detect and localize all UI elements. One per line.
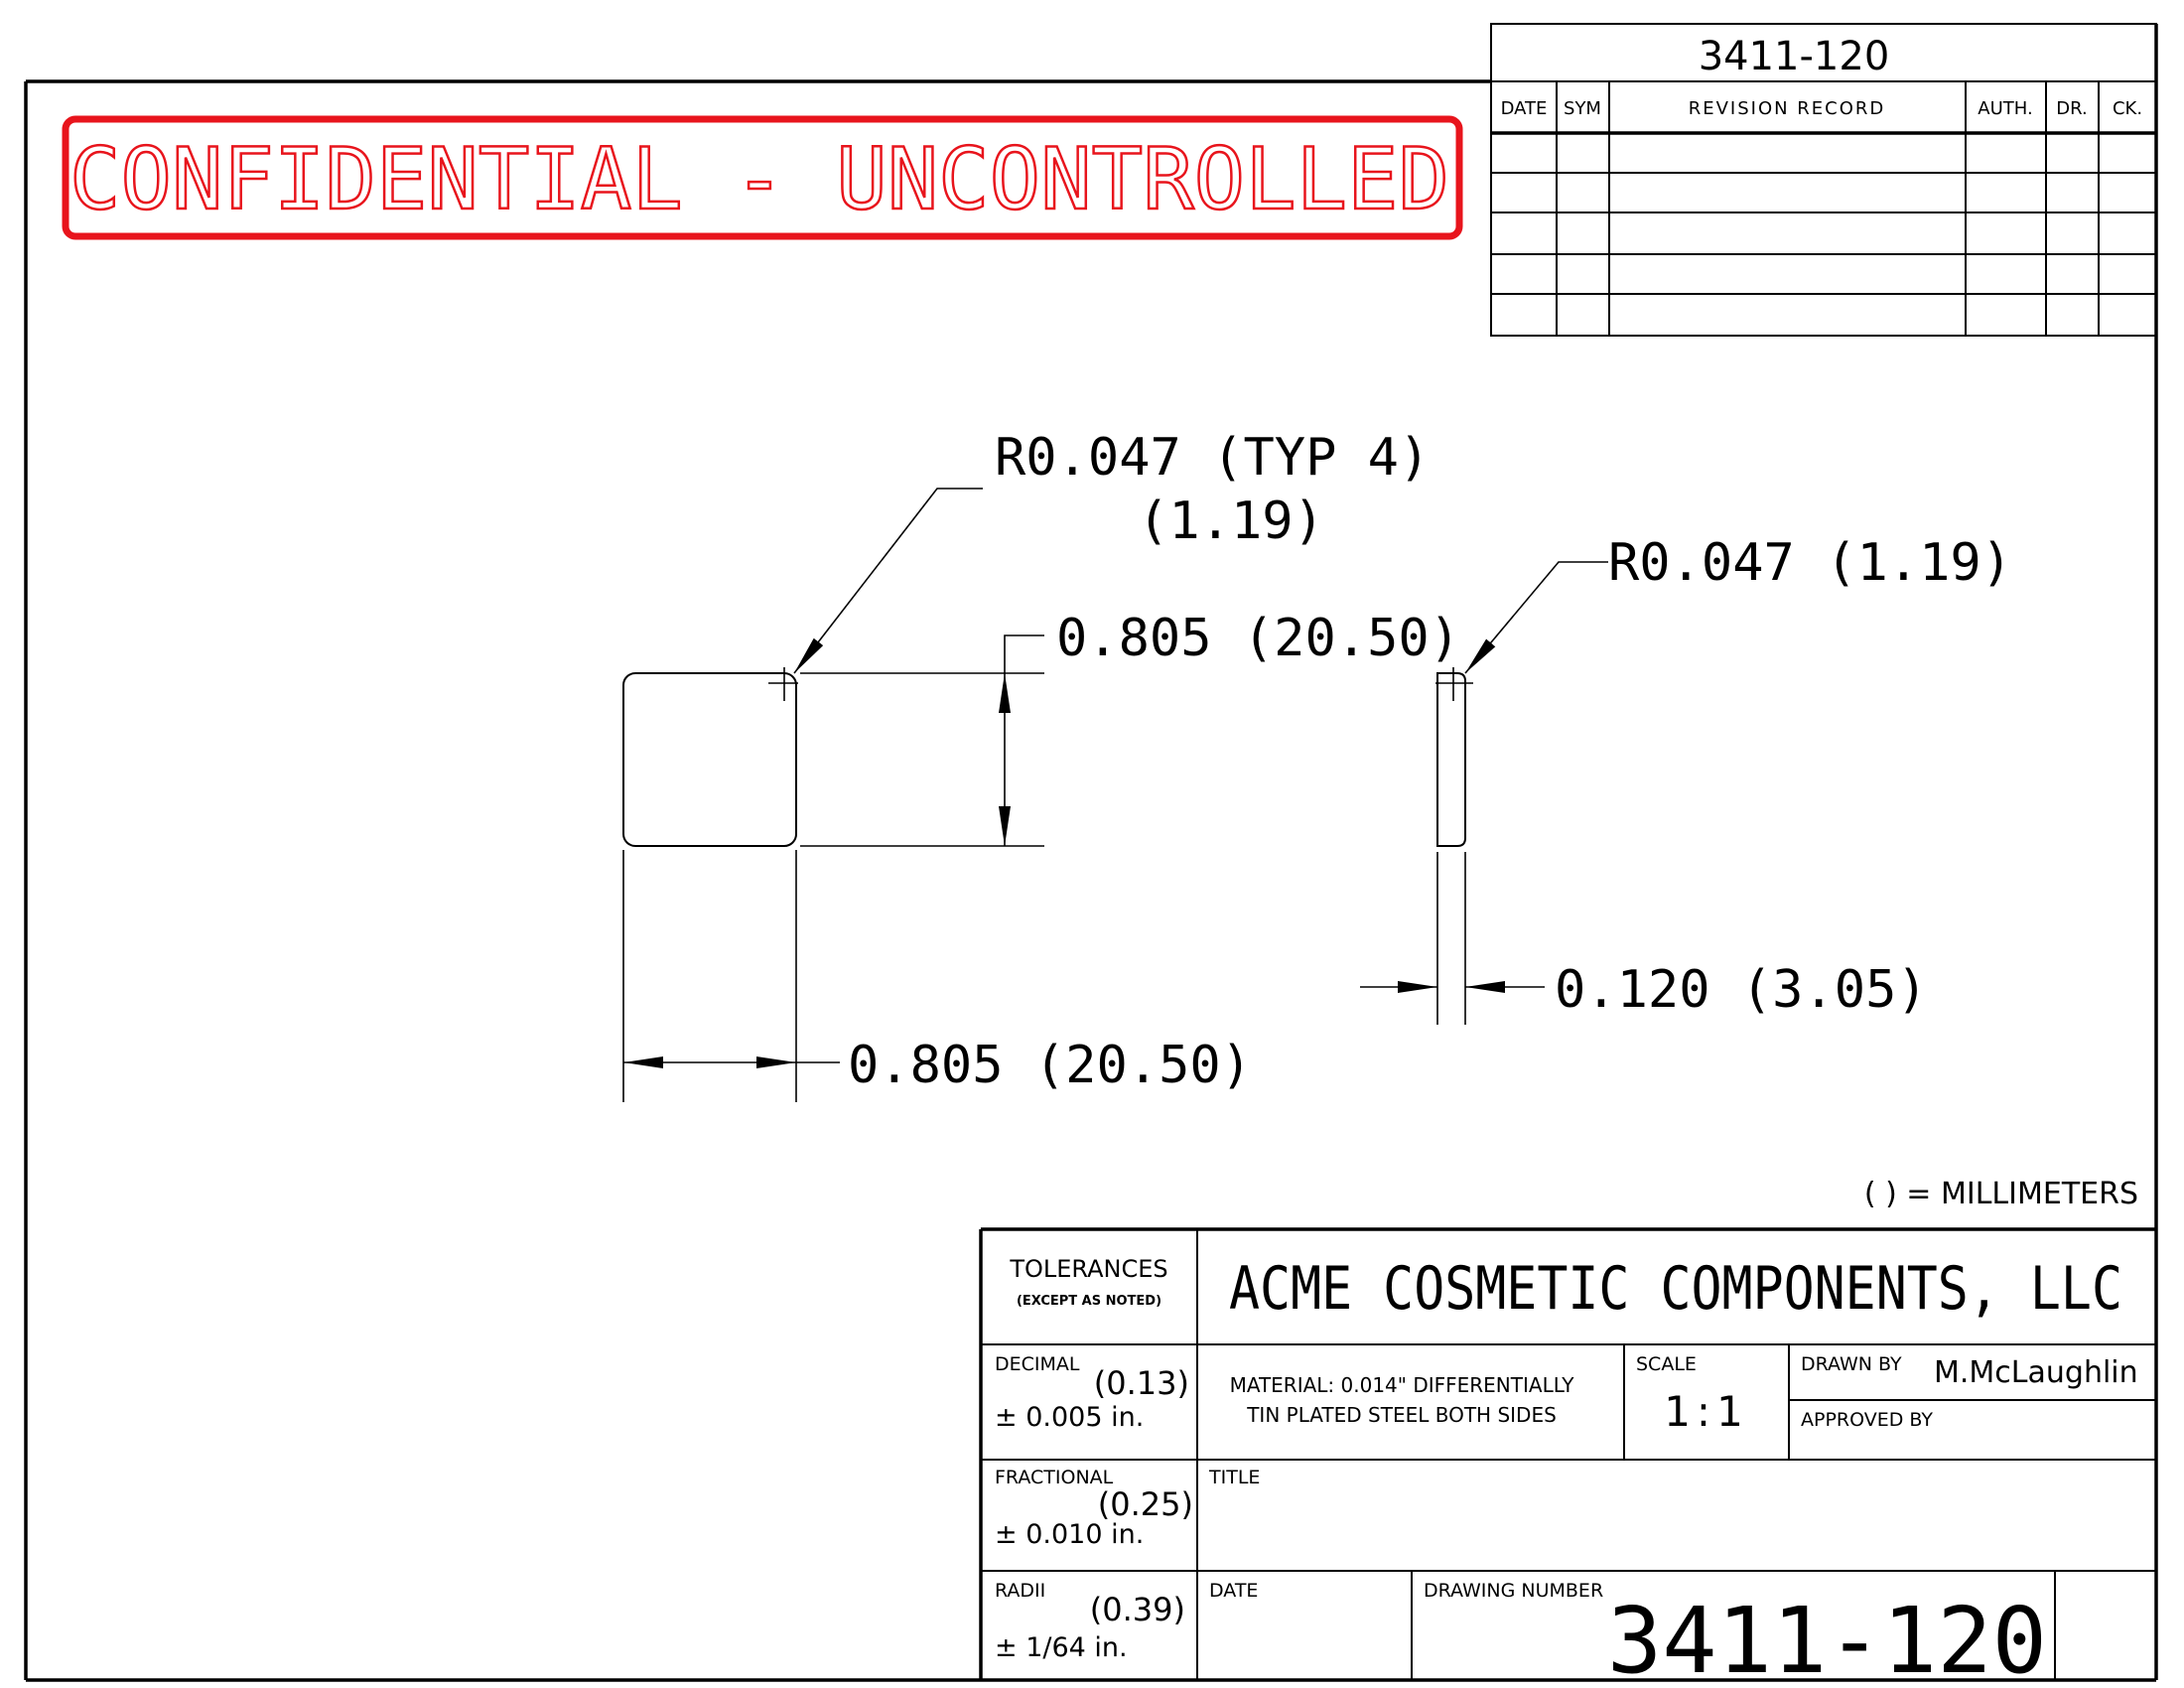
rev-header-auth: AUTH. xyxy=(1978,98,2032,119)
units-note: ( ) = MILLIMETERS xyxy=(1864,1177,2138,1211)
material-line2: TIN PLATED STEEL BOTH SIDES xyxy=(1246,1403,1557,1427)
decimal-label: DECIMAL xyxy=(995,1353,1080,1375)
dim-width: 0.805 (20.50) xyxy=(848,1036,1252,1095)
scale-label: SCALE xyxy=(1636,1353,1697,1375)
scale-value: 1:1 xyxy=(1664,1387,1749,1436)
rev-header-dr: DR. xyxy=(2056,98,2087,119)
dim-radius-typ: R0.047 (TYP 4) xyxy=(995,428,1430,488)
title-label: TITLE xyxy=(1208,1467,1260,1488)
confidential-stamp: CONFIDENTIAL - UNCONTROLLED xyxy=(62,115,1463,240)
radii-value: ± 1/64 in. xyxy=(995,1632,1128,1663)
approved-by-label: APPROVED BY xyxy=(1801,1409,1933,1431)
dimension-labels: R0.047 (TYP 4) (1.19) R0.047 (1.19) 0.80… xyxy=(848,428,2138,1211)
top-drawing-number: 3411-120 xyxy=(1699,34,1890,79)
tolerances-label: TOLERANCES xyxy=(1009,1255,1167,1283)
decimal-mm: (0.13) xyxy=(1094,1364,1189,1402)
rev-header-date: DATE xyxy=(1501,98,1548,119)
fractional-mm: (0.25) xyxy=(1098,1485,1193,1523)
title-block: TOLERANCES (EXCEPT AS NOTED) ACME COSMET… xyxy=(979,1227,2156,1688)
material-line1: MATERIAL: 0.014" DIFFERENTIALLY xyxy=(1230,1373,1575,1397)
front-view xyxy=(622,488,1044,1102)
drawing-number-label: DRAWING NUMBER xyxy=(1424,1580,1603,1602)
dim-radius-typ-mm: (1.19) xyxy=(1138,492,1324,551)
date-label: DATE xyxy=(1209,1580,1258,1602)
fractional-label: FRACTIONAL xyxy=(995,1467,1114,1488)
radii-mm: (0.39) xyxy=(1090,1591,1185,1628)
rev-header-sym: SYM xyxy=(1564,98,1601,119)
company-name: ACME COSMETIC COMPONENTS, LLC xyxy=(1229,1254,2122,1324)
drawn-by-value: M.McLaughlin xyxy=(1934,1355,2138,1390)
side-view xyxy=(1360,561,1608,1025)
dim-radius-side: R0.047 (1.19) xyxy=(1608,533,2012,593)
dim-thickness: 0.120 (3.05) xyxy=(1555,960,1928,1020)
decimal-value: ± 0.005 in. xyxy=(995,1402,1144,1433)
confidential-text: CONFIDENTIAL - UNCONTROLLED xyxy=(69,130,1449,229)
rev-header-record: REVISION RECORD xyxy=(1689,98,1886,119)
drawing-number: 3411-120 xyxy=(1607,1588,2047,1688)
rev-header-ck: CK. xyxy=(2113,98,2142,119)
dim-height: 0.805 (20.50) xyxy=(1056,609,1460,668)
except-label: (EXCEPT AS NOTED) xyxy=(1017,1294,1161,1309)
fractional-value: ± 0.010 in. xyxy=(995,1519,1144,1550)
drawn-by-label: DRAWN BY xyxy=(1801,1353,1902,1375)
revision-block: 3411-120 DATE SYM REVISION RECORD AUTH. … xyxy=(1490,23,2157,337)
radii-label: RADII xyxy=(995,1580,1045,1602)
